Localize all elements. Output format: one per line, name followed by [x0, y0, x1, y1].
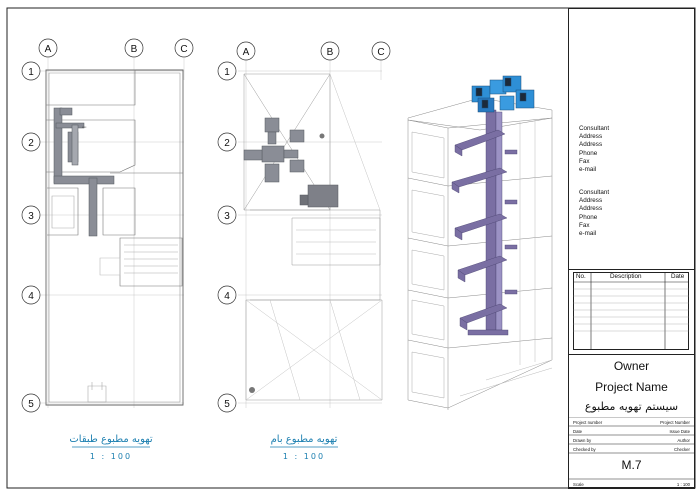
consultant-panel [568, 8, 695, 270]
rev-header-no: No. [576, 273, 586, 280]
grid-row-4: 4 [28, 291, 34, 302]
rooftop-ac-units [471, 75, 535, 113]
grid-row-2: 2 [28, 138, 34, 149]
isometric-duct-riser [451, 109, 518, 336]
project-name: Project Name [595, 380, 668, 394]
plan-caption-floors: تهویه مطبوع طبقات [69, 434, 153, 445]
grid-row-5: 5 [224, 399, 230, 410]
scale-label: Scale [573, 482, 584, 487]
grid-col-c: C [377, 47, 384, 58]
field-project-number-value: Project Number [660, 420, 690, 425]
grid-row-3: 3 [28, 211, 34, 222]
plan-caption-roof: تهویه مطبوع بام [270, 434, 338, 445]
grid-row-5: 5 [28, 399, 34, 410]
grid-row-4: 4 [224, 291, 230, 302]
grid-row-1: 1 [28, 67, 34, 78]
grid-row-2: 2 [224, 138, 230, 149]
svg-text:▪▪▪▪: ▪▪▪▪ [82, 125, 86, 129]
scale-value: 1 : 100 [676, 482, 690, 487]
field-drawn-by-value: Author [677, 438, 690, 443]
sheet-number: M.7 [621, 458, 642, 472]
grid-bubbles-roof [217, 41, 391, 413]
grid-col-a: A [243, 47, 250, 58]
rev-header-date: Date [671, 273, 685, 280]
field-date-value: Issue Date [669, 429, 690, 434]
grid-col-b: B [327, 47, 334, 58]
sheet-border [6, 7, 696, 489]
field-drawn-by-label: Drawn by [573, 438, 592, 443]
grid-col-a: A [45, 44, 52, 55]
rev-header-description: Description [610, 273, 642, 280]
field-checked-by-label: Checked by [573, 447, 596, 452]
grid-bubbles-floors [21, 38, 194, 413]
isometric-building-view [407, 97, 553, 410]
field-checked-by-value: Checker [673, 447, 690, 452]
project-panel [568, 354, 695, 489]
grid-col-b: B [131, 44, 138, 55]
duct-run-floors [53, 107, 115, 237]
grid-row-3: 3 [224, 211, 230, 222]
project-title-fa: سیستم تهویه مطبوع [584, 400, 679, 413]
revision-table: No. Description Date [573, 272, 689, 350]
plan-scale-roof: 1 : 100 [282, 452, 326, 461]
field-project-number-label: Project number [573, 420, 603, 425]
roof-plan [238, 58, 383, 408]
owner-label: Owner [613, 359, 650, 373]
field-date-label: Date [573, 429, 583, 434]
roof-duct-branch [243, 117, 339, 208]
grid-col-c: C [180, 44, 187, 55]
grid-row-1: 1 [224, 67, 230, 78]
plan-scale-floors: 1 : 100 [89, 452, 133, 461]
floor-plan-floors [40, 58, 185, 408]
